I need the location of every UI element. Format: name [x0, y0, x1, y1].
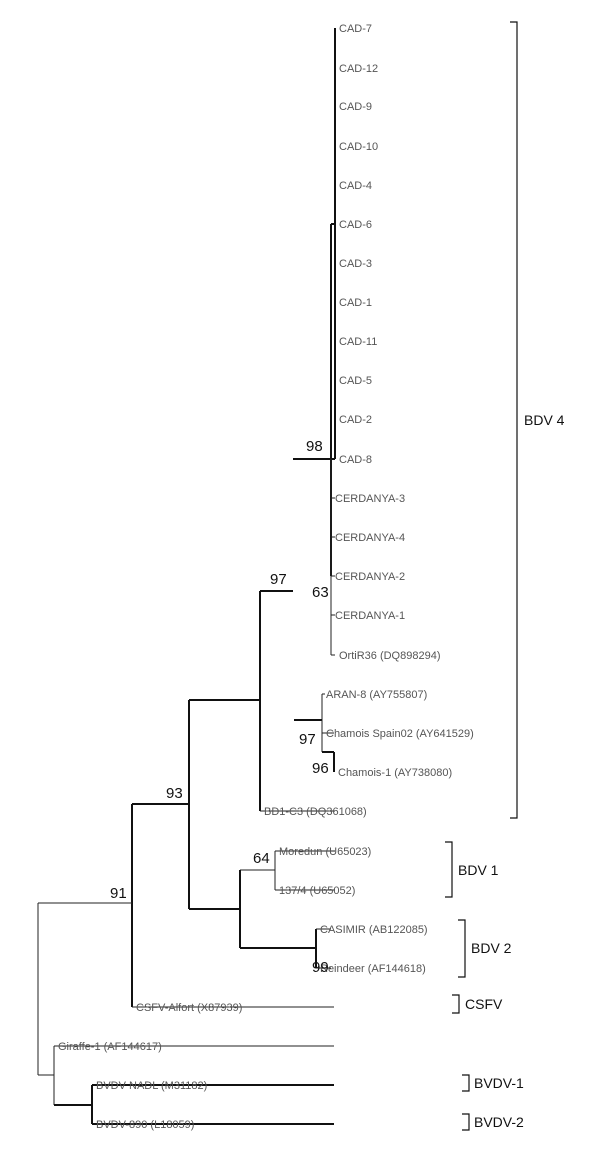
leaf-label: CAD-3 [339, 258, 372, 270]
clade-label-bdv2: BDV 2 [471, 940, 512, 956]
clade-label-bvdv2: BVDV-2 [474, 1114, 524, 1130]
bracket-bdv4 [510, 21, 518, 819]
clade-label-csfv: CSFV [465, 996, 503, 1012]
leaf-label: CAD-10 [339, 141, 378, 153]
leaf-label: ARAN-8 (AY755807) [326, 689, 427, 701]
leaf-label: CASIMIR (AB122085) [320, 924, 428, 936]
leaf-label: Reindeer (AF144618) [320, 963, 426, 975]
leaf-label: Chamois-1 (AY738080) [338, 767, 452, 779]
leaf-label: CAD-7 [339, 23, 372, 35]
tree-branches [37, 28, 336, 1125]
bootstrap-96: 96 [312, 760, 329, 777]
leaf-label: 137/4 (U65052) [279, 885, 355, 897]
bracket-bvdv1 [462, 1074, 470, 1092]
leaf-label: Chamois Spain02 (AY641529) [326, 728, 474, 740]
bootstrap-98: 98 [306, 438, 323, 455]
bootstrap-64: 64 [253, 850, 270, 867]
bootstrap-91: 91 [110, 885, 127, 902]
leaf-label: CERDANYA-3 [335, 493, 405, 505]
bootstrap-97-top: 97 [270, 571, 287, 588]
bracket-bvdv2 [462, 1113, 470, 1131]
leaf-label: CERDANYA-1 [335, 610, 405, 622]
leaf-label: BVDV NADL (M31182) [96, 1080, 207, 1092]
clade-label-bdv1: BDV 1 [458, 862, 499, 878]
clade-label-bvdv1: BVDV-1 [474, 1075, 524, 1091]
leaf-label: Giraffe-1 (AF144617) [58, 1041, 162, 1053]
bootstrap-99: 99 [312, 959, 329, 976]
leaf-label: CAD-1 [339, 297, 372, 309]
bracket-bdv2 [458, 919, 466, 978]
clade-label-bdv4: BDV 4 [524, 412, 565, 428]
leaf-label: OrtiR36 (DQ898294) [339, 650, 441, 662]
leaf-label: CAD-5 [339, 375, 372, 387]
leaf-label: CAD-4 [339, 180, 372, 192]
leaf-label: CAD-6 [339, 219, 372, 231]
leaf-label: Moredun (U65023) [279, 846, 371, 858]
bootstrap-97-aran: 97 [299, 731, 316, 748]
leaf-label: CERDANYA-2 [335, 571, 405, 583]
leaf-label: CAD-9 [339, 101, 372, 113]
leaf-label: CSFV-Alfort (X87939) [136, 1002, 242, 1014]
bracket-bdv1 [445, 841, 453, 898]
bracket-csfv [452, 994, 460, 1014]
leaf-label: CAD-12 [339, 63, 378, 75]
bootstrap-93: 93 [166, 785, 183, 802]
clade-brackets [445, 21, 518, 1131]
leaf-label: CAD-11 [339, 336, 377, 348]
leaf-label: CAD-8 [339, 454, 372, 466]
leaf-label: CERDANYA-4 [335, 532, 405, 544]
leaf-labels: CAD-7CAD-12CAD-9CAD-10CAD-4CAD-6CAD-3CAD… [58, 23, 474, 1131]
bootstrap-63: 63 [312, 584, 329, 601]
leaf-label: CAD-2 [339, 414, 372, 426]
leaf-label: BVDV-890 (L18059) [96, 1119, 194, 1131]
leaf-label: BD1-C3 (DQ361068) [264, 806, 367, 818]
